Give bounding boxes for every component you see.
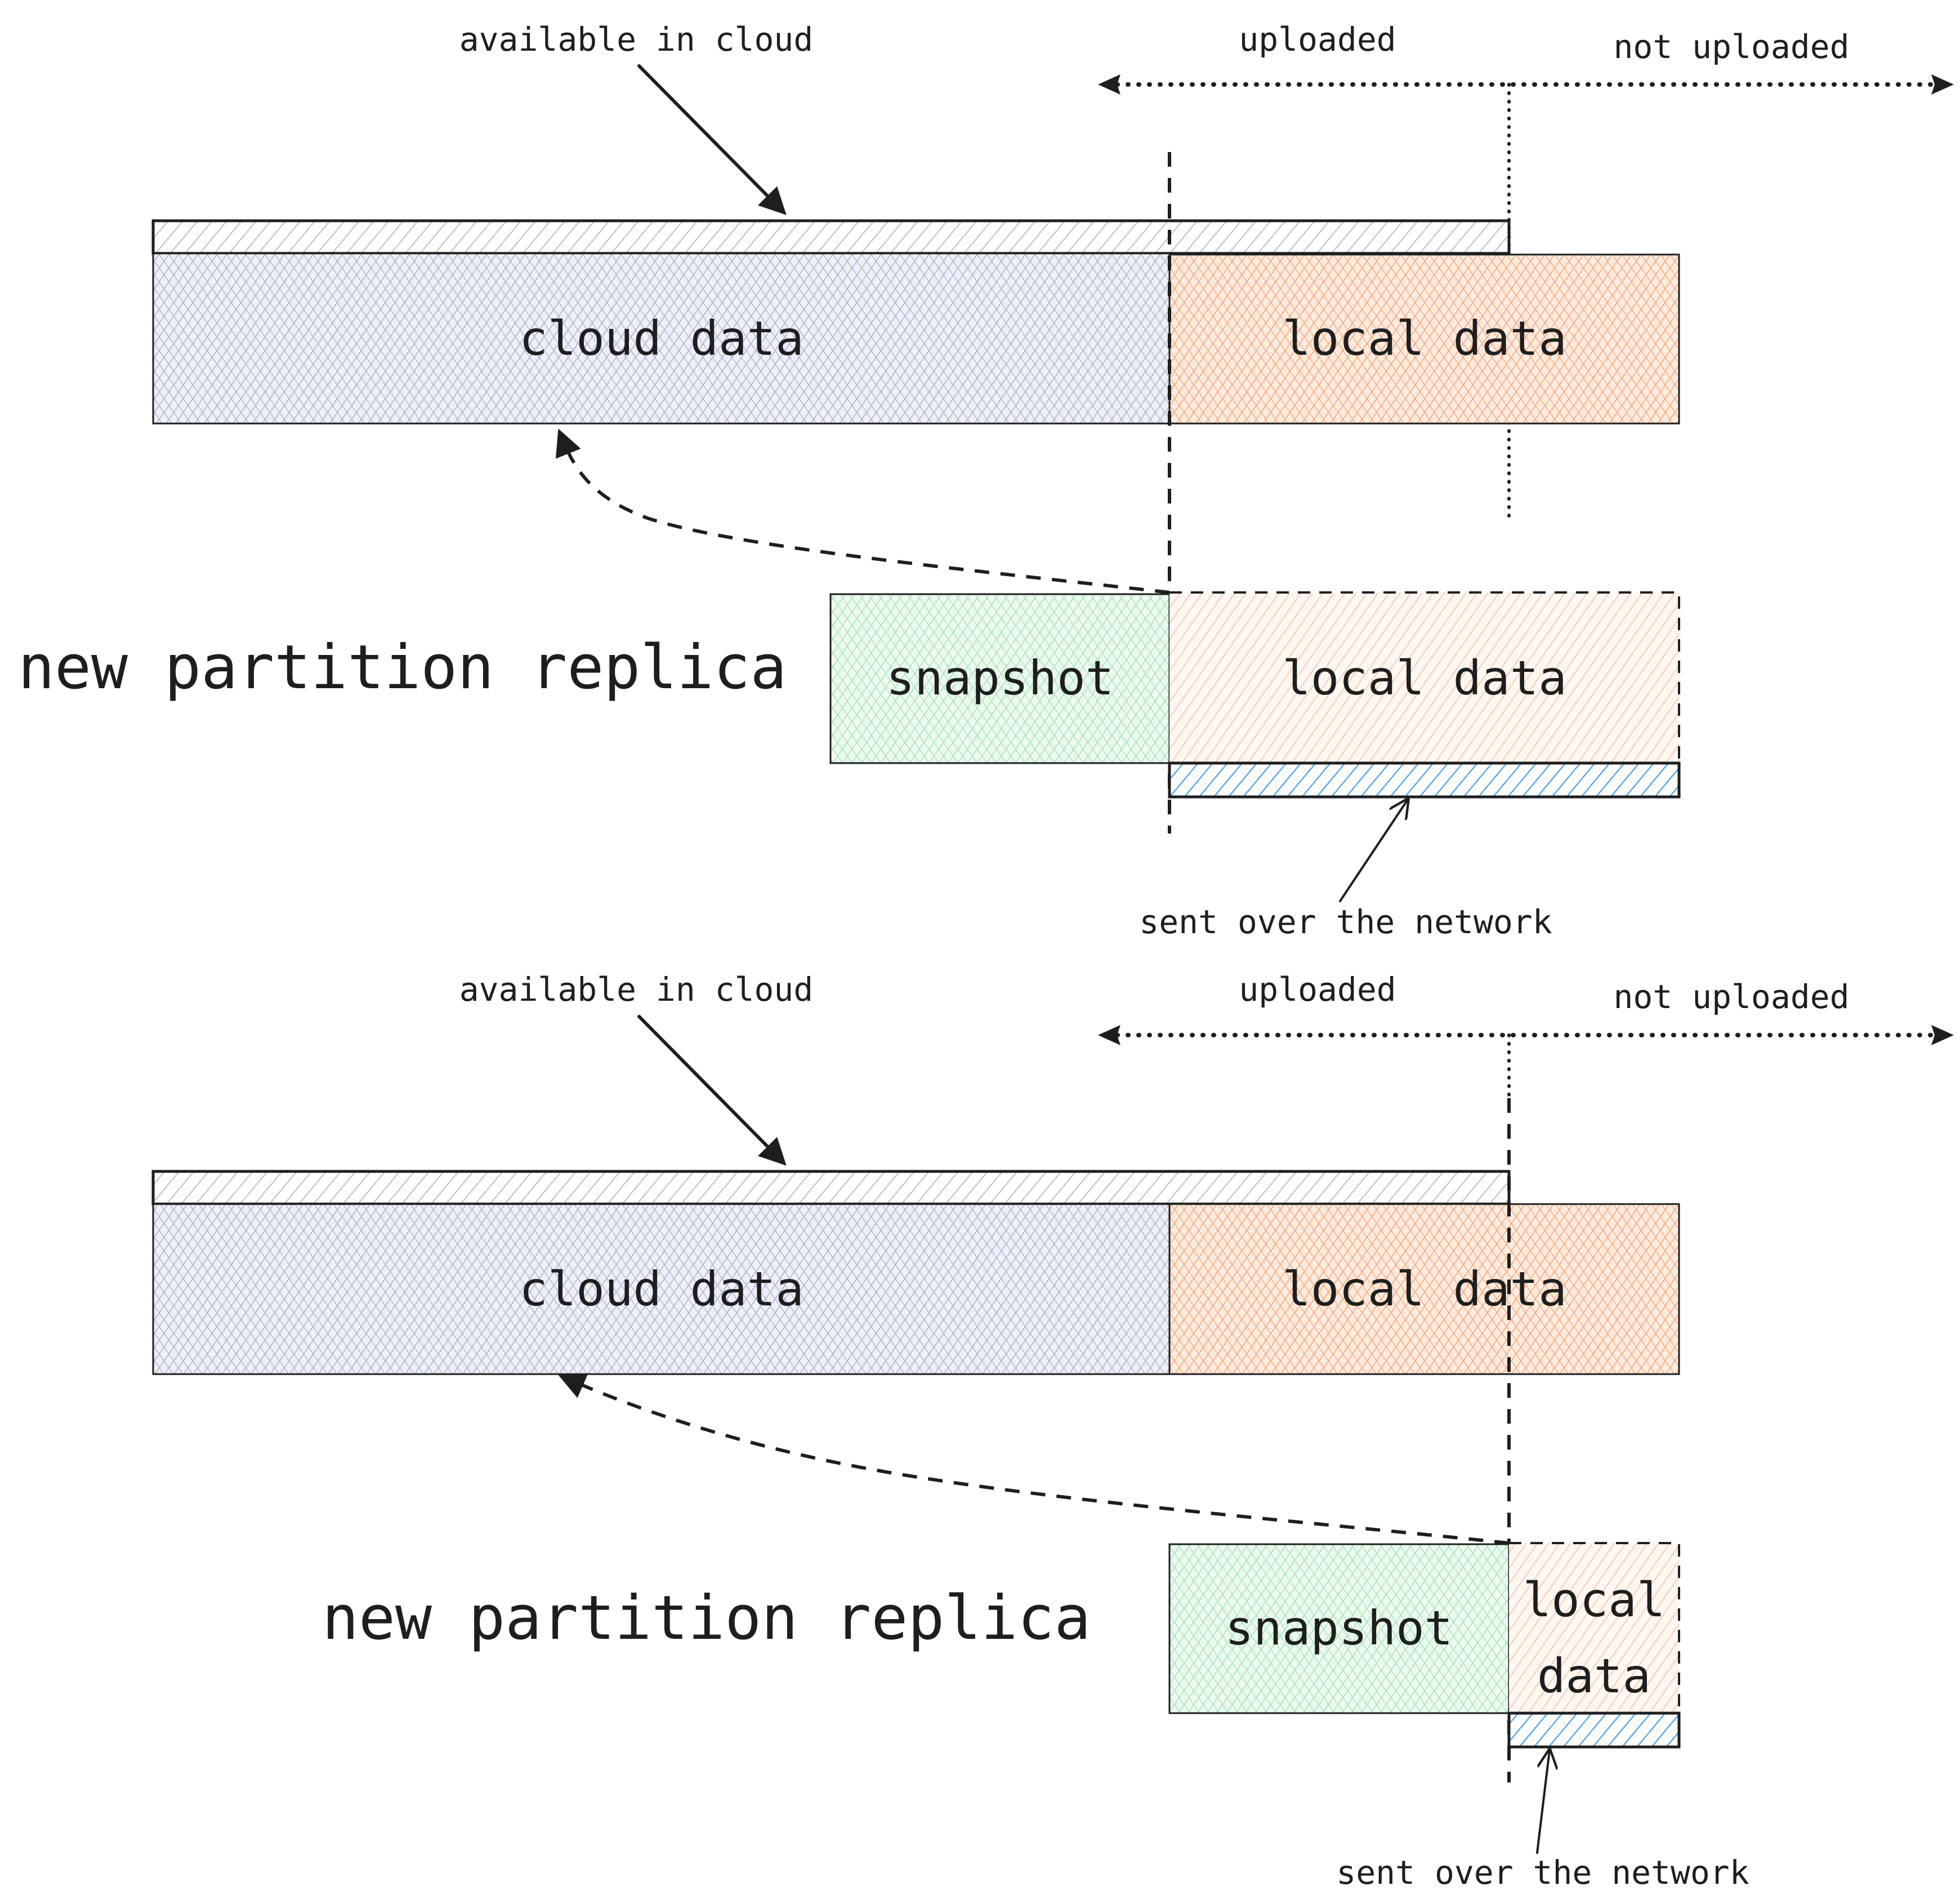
- network-transfer-bar: [1168, 761, 1681, 799]
- new-partition-replica-label: new partition replica: [18, 632, 787, 703]
- network-pointer-arrow: [1536, 1750, 1550, 1854]
- upload-range-arrowhead-right: [1931, 1025, 1954, 1045]
- available-in-cloud-label: available in cloud: [459, 20, 814, 59]
- panel-2: available in cloud uploaded not uploaded…: [151, 970, 1954, 1892]
- upload-range-arrowhead-left: [1098, 74, 1120, 95]
- new-partition-replica-label: new partition replica: [322, 1583, 1091, 1653]
- available-arrow: [637, 1015, 787, 1166]
- available-in-cloud-bar: [151, 219, 1511, 255]
- snapshot-label: snapshot: [886, 650, 1114, 706]
- local-data-box: local data: [1168, 253, 1680, 425]
- network-pointer-arrow: [1339, 800, 1408, 902]
- network-transfer-bar: [1507, 1711, 1681, 1749]
- local-data-label: local data: [1282, 311, 1567, 366]
- replica-local-data-box: local data: [1509, 1542, 1680, 1713]
- snapshot-box: snapshot: [829, 593, 1171, 764]
- upload-range-arrowhead-left: [1098, 1025, 1120, 1045]
- cloud-data-box: cloud data: [152, 1203, 1171, 1375]
- network-label: sent over the network: [1139, 903, 1552, 941]
- local-data-label: local data: [1282, 1261, 1567, 1317]
- replica-local-data-label-line1: local: [1523, 1572, 1666, 1628]
- snapshot-to-cloud-arrow: [555, 429, 1170, 594]
- available-in-cloud-bar: [151, 1170, 1511, 1206]
- upload-range-arrowhead-right: [1931, 74, 1954, 95]
- snapshot-box: snapshot: [1168, 1543, 1510, 1714]
- replica-local-data-label-line2: data: [1537, 1648, 1651, 1704]
- available-in-cloud-label: available in cloud: [459, 970, 814, 1009]
- not-uploaded-label: not uploaded: [1613, 28, 1849, 66]
- cloud-data-label: cloud data: [519, 1261, 804, 1317]
- network-label: sent over the network: [1336, 1853, 1749, 1892]
- cloud-data-box: cloud data: [152, 252, 1171, 425]
- snapshot-label: snapshot: [1225, 1601, 1453, 1656]
- available-arrow: [637, 64, 787, 215]
- replica-local-data-box: local data: [1169, 591, 1680, 763]
- cloud-data-label: cloud data: [519, 311, 804, 366]
- replica-local-data-label: local data: [1282, 650, 1567, 706]
- uploaded-label: uploaded: [1239, 970, 1396, 1009]
- not-uploaded-label: not uploaded: [1613, 978, 1849, 1016]
- snapshot-to-cloud-arrow: [558, 1373, 1510, 1545]
- local-data-box: local data: [1168, 1203, 1680, 1375]
- uploaded-label: uploaded: [1239, 20, 1396, 59]
- panel-1: available in cloud uploaded not uploaded…: [18, 20, 1954, 941]
